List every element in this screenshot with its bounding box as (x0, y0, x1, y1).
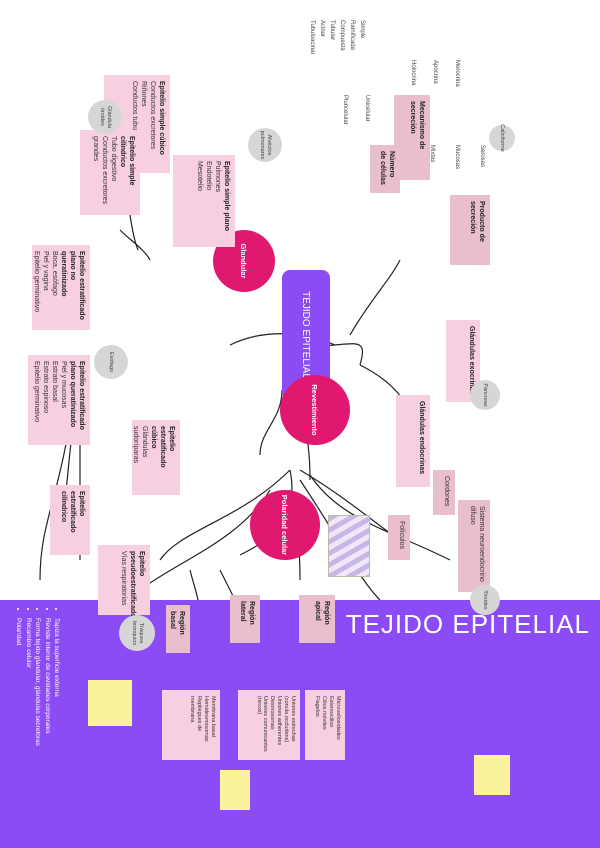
rev-simple-plano: Epitelio simple plano Pulmones Endotelio… (173, 155, 235, 247)
gland-mec-item: Apocrina (432, 60, 438, 84)
gland-cordones: Cordones (433, 470, 455, 515)
gland-prod-item: Mucosas (454, 145, 460, 170)
pol-apical: Región apical (299, 595, 335, 643)
gland-difusas: Sistema neuroendocrino difuso (458, 500, 490, 592)
sticky-note (474, 755, 510, 795)
gland-mec-item: Holocrina (410, 60, 416, 86)
pol-lateral: Región lateral (230, 595, 260, 643)
example-gray-est: Esófago (94, 345, 128, 379)
gland-pluri-item: Ramificada (349, 20, 355, 51)
hub-revestimiento: Revestimiento (280, 375, 350, 445)
banner-title: TEJIDO EPITELIAL (345, 609, 590, 639)
banner-bullet: Polaridad (14, 618, 23, 746)
banner-bullet: Recambio celular (23, 618, 32, 746)
rev-estratificado-cubico: Epitelio estratificado cúbico Glándulas … (132, 420, 180, 495)
center-label: TEJIDO EPITELIAL (300, 291, 312, 379)
pol-lateral-list: Uniones estrechas (zonula occludens) Uni… (238, 690, 300, 760)
sticky-note (220, 770, 250, 810)
gland-pluri-item: Simple (359, 20, 365, 39)
gland-gray-exo: Páncreas (470, 380, 500, 410)
banner-bullets: Tapiza la superficie externa Reviste int… (14, 608, 61, 746)
gland-foliculos: Folículos (388, 515, 410, 560)
rev-estratificado-plano: Epitelio estratificado plano no queratin… (32, 245, 90, 330)
gland-gray-endo: Tiroides (470, 585, 500, 615)
example-gray-plano: Alvéolos pulmonares (248, 128, 282, 162)
rev-estratificado-cilindrico: Epitelio estratificado cilíndrico (50, 485, 90, 555)
banner-bullet: Reviste interior de cavidades corporales (42, 618, 51, 746)
gland-producto: Producto de secreción (450, 195, 490, 265)
rev-cilindrico: Epitelio simple cilíndrico Tubo digestiv… (80, 130, 140, 215)
cell-illustration (328, 515, 370, 577)
gland-pluri-item: Acinar (319, 20, 325, 38)
gland-endocrinas: Glándulas endocrinas (396, 395, 430, 487)
example-gray-pseudo: Tráquea bronquios (119, 615, 155, 651)
banner-bullet: Tapiza la superficie externa (52, 618, 61, 746)
gland-pluri-item: Tubular (329, 20, 335, 41)
gland-num-item: Pluricelular (342, 95, 348, 125)
rev-pseudoestratificado: Epitelio pseudoestratificado Vías respir… (98, 545, 150, 618)
sticky-note (88, 680, 132, 726)
gland-num-celulas: Número de células (370, 145, 400, 193)
gland-gray-uni: Caliciforme (489, 124, 515, 152)
gland-prod-item: Mixtas (429, 145, 435, 163)
pol-basal: Región basal (166, 605, 190, 653)
banner-bullet: Forma tejido glandular, glándulas secret… (33, 618, 42, 746)
gland-pluri-item: Compuesta (339, 20, 345, 51)
pol-basal-list: Membrana basal Hemidesmosomas Repliegues… (162, 690, 220, 760)
rev-estratificado-queratinizado: Epitelio estratificado plano queratiniza… (28, 355, 90, 445)
gland-mec-item: Merocrina (454, 60, 460, 87)
gland-pluri-item: Tubuloacinar (309, 20, 315, 55)
hub-polaridad: Polaridad celular (250, 490, 320, 560)
gland-prod-item: Serosas (479, 145, 485, 168)
pol-apical-list: Microvellosidades Estereocilios Cilios m… (305, 690, 345, 760)
gland-num-item: Unicelular (364, 95, 370, 122)
example-gray-cubico: Glándula tiroides (88, 100, 122, 134)
